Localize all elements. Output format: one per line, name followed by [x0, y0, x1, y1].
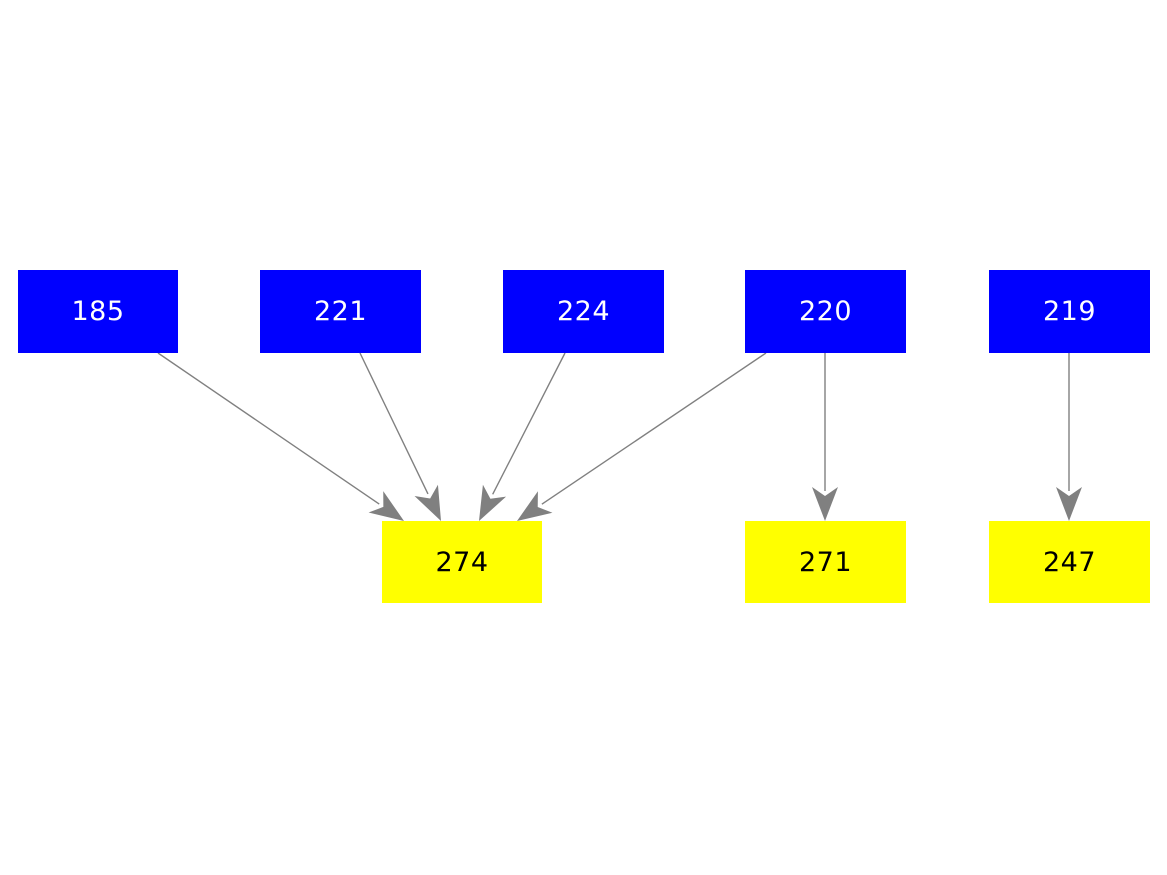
- graph-node-label: 224: [556, 296, 611, 327]
- graph-node-label: 221: [313, 296, 368, 327]
- graph-edge: [157, 352, 404, 521]
- edge-arrowhead-icon: [1056, 487, 1082, 521]
- edge-arrowhead-icon: [368, 491, 404, 521]
- graph-node-271[interactable]: 271: [745, 521, 906, 603]
- graph-node-220[interactable]: 220: [745, 270, 906, 353]
- graph-edge: [517, 352, 767, 521]
- graph-node-label: 219: [1042, 296, 1097, 327]
- edge-line: [157, 352, 380, 505]
- edge-line: [359, 352, 429, 495]
- graph-node-label: 271: [798, 546, 853, 578]
- graph-node-221[interactable]: 221: [260, 270, 421, 353]
- graph-node-185[interactable]: 185: [18, 270, 178, 353]
- edge-line: [492, 352, 566, 495]
- graph-node-label: 274: [435, 546, 489, 578]
- edge-line: [541, 352, 767, 505]
- graph-node-224[interactable]: 224: [503, 270, 664, 353]
- edge-arrowhead-icon: [414, 484, 441, 521]
- graph-edge: [479, 352, 566, 521]
- graph-edge: [359, 352, 441, 521]
- graph-node-label: 247: [1042, 546, 1097, 578]
- edge-arrowhead-icon: [812, 487, 838, 521]
- graph-node-label: 220: [798, 296, 853, 327]
- edge-arrowhead-icon: [479, 484, 507, 521]
- graph-edge: [812, 353, 838, 521]
- edge-arrowhead-icon: [517, 491, 553, 521]
- graph-node-247[interactable]: 247: [989, 521, 1150, 603]
- graph-node-274[interactable]: 274: [382, 521, 542, 603]
- graph-node-219[interactable]: 219: [989, 270, 1150, 353]
- graph-node-label: 185: [71, 296, 125, 327]
- graph-edge: [1056, 353, 1082, 521]
